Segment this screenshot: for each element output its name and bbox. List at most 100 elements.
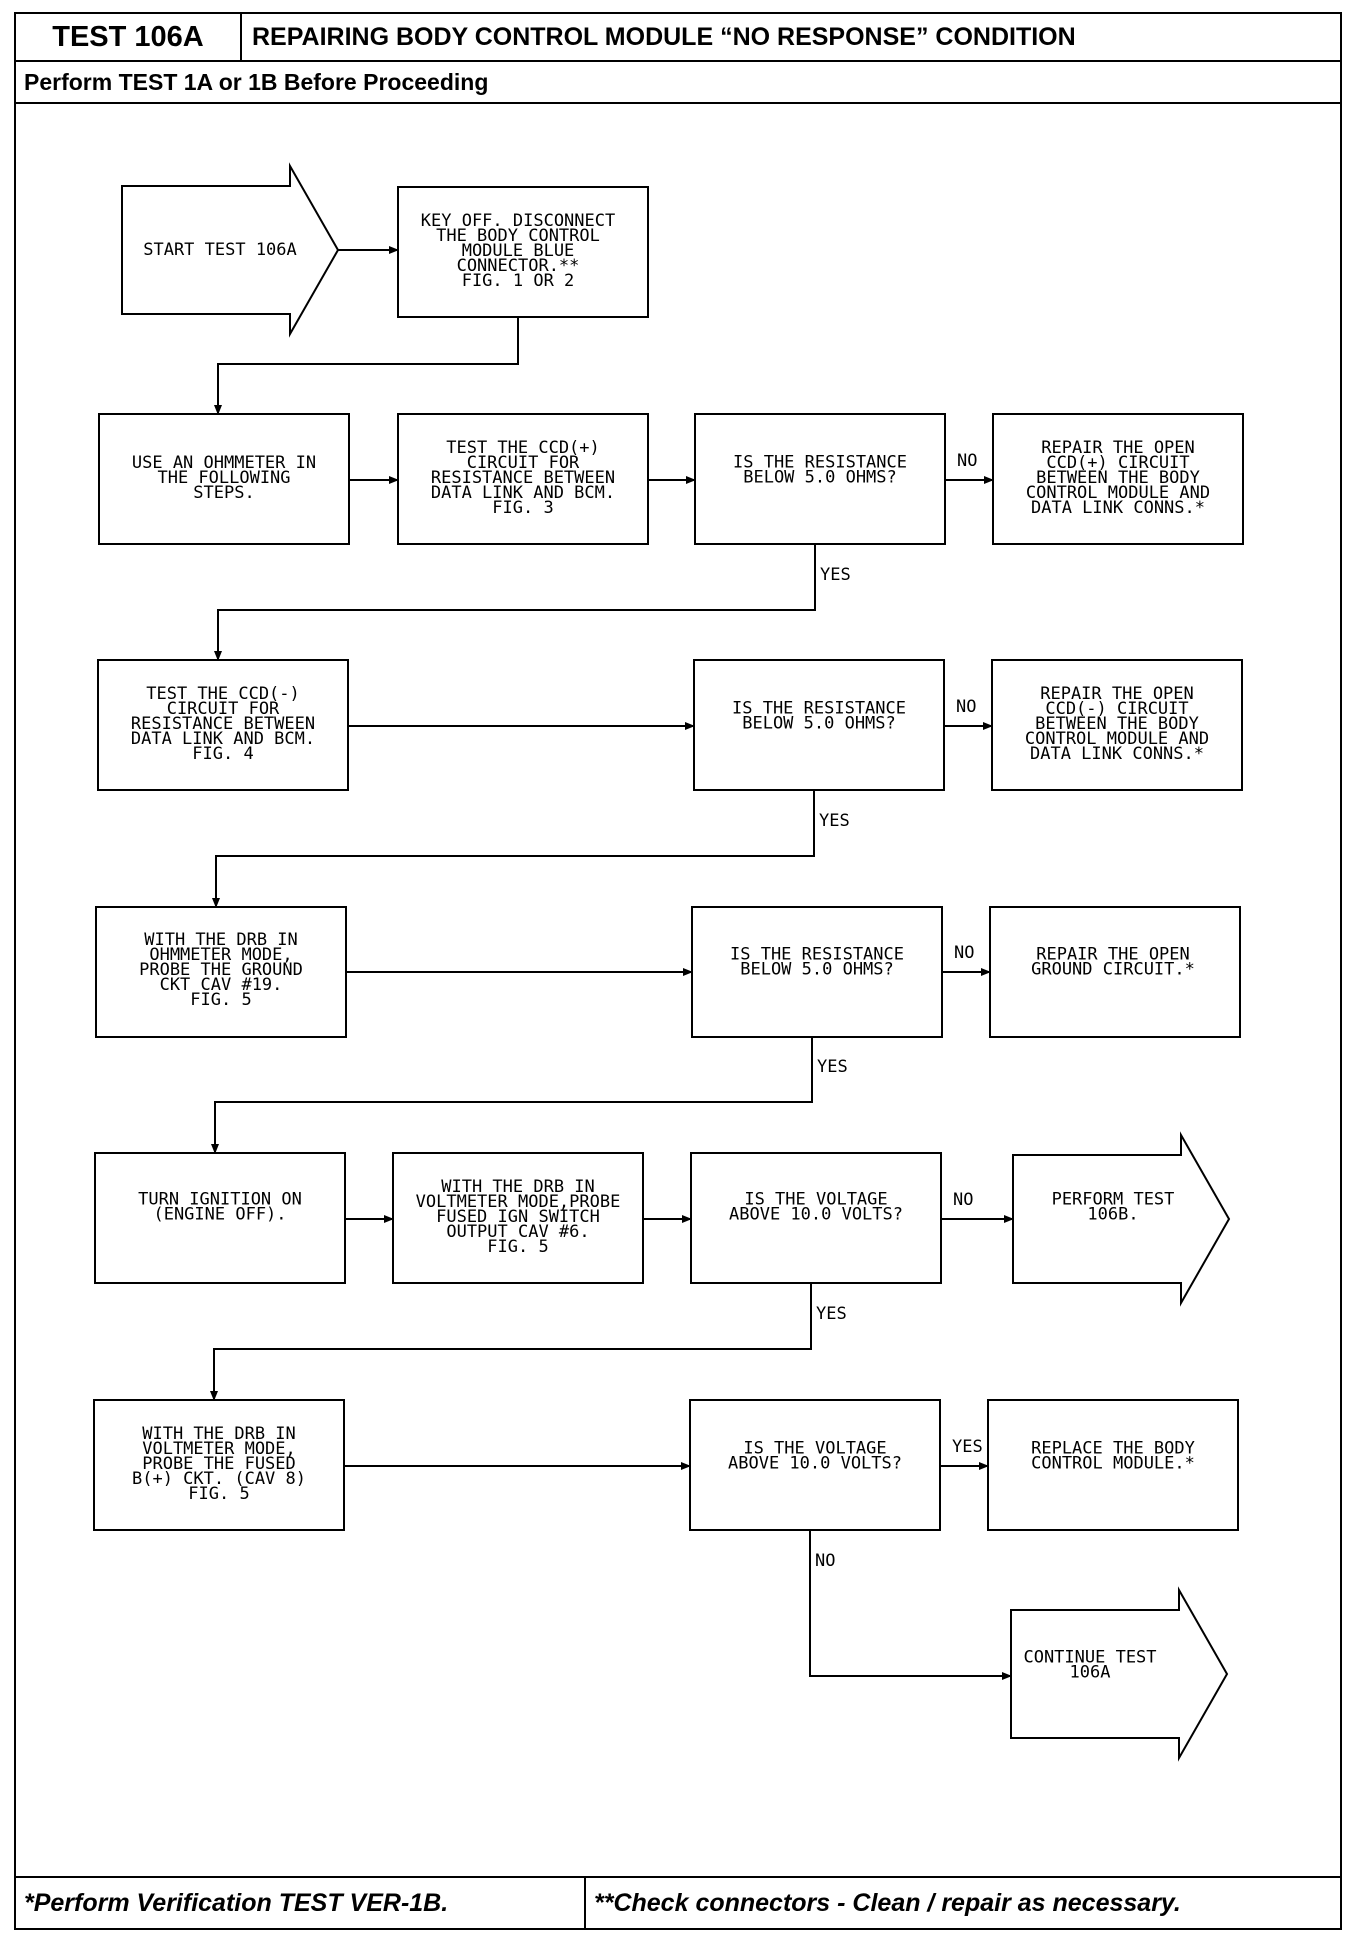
replace-bcm-box: [987, 1399, 1239, 1531]
test-title: REPAIRING BODY CONTROL MODULE “NO RESPON…: [252, 22, 1076, 51]
box-text-line: DATA LINK CONNS.*: [1030, 744, 1204, 764]
arrow-q3-yes: [211, 1037, 813, 1154]
repair-ground-box: [989, 906, 1241, 1038]
v2-no-label: NO: [815, 1551, 835, 1571]
box-text-line: FIG. 1 OR 2: [462, 271, 575, 291]
box-text-line: VOLTMETER MODE,: [142, 1439, 296, 1459]
repair-ccd-neg-box: [991, 659, 1243, 791]
v2-yes-label: YES: [952, 1437, 983, 1457]
box-text-line: 106B.: [1087, 1205, 1138, 1225]
box-text-line: CONTROL MODULE AND: [1025, 729, 1209, 749]
box-text-line: VOLTMETER MODE,PROBE: [416, 1192, 621, 1212]
box-text-line: REPAIR THE OPEN: [1040, 684, 1194, 704]
arrow-disconnect-to-ohmmeter: [214, 317, 519, 415]
box-text-line: IS THE VOLTAGE: [744, 1190, 887, 1210]
box-text-line: FIG. 4: [192, 744, 253, 764]
box-text-line: REPAIR THE OPEN: [1041, 438, 1195, 458]
box-text-line: THE BODY CONTROL: [436, 226, 600, 246]
box-text-line: REPAIR THE OPEN: [1036, 945, 1190, 965]
box-text-line: IS THE VOLTAGE: [743, 1439, 886, 1459]
box-text-line: PROBE THE GROUND: [139, 960, 303, 980]
arrow-q2-yes: [212, 790, 815, 908]
test-ccd-neg-box: [97, 659, 349, 791]
box-text-line: BELOW 5.0 OHMS?: [743, 468, 897, 488]
footer-split: [584, 1876, 586, 1930]
box-text-line: FUSED IGN SWITCH: [436, 1207, 600, 1227]
footer-note-right: **Check connectors - Clean / repair as n…: [594, 1888, 1181, 1917]
q-volt-1-box: [690, 1152, 942, 1284]
box-text-line: RESISTANCE BETWEEN: [131, 714, 315, 734]
box-text-line: MODULE BLUE: [462, 241, 575, 261]
q-res-1-box: [694, 413, 946, 545]
box-text-line: DATA LINK AND BCM.: [431, 483, 615, 503]
q-res-2-box: [693, 659, 945, 791]
box-text-line: THE FOLLOWING: [157, 468, 290, 488]
box-text-line: CONNECTOR.**: [457, 256, 580, 276]
box-text-line: PROBE THE FUSED: [142, 1454, 296, 1474]
box-text-line: TURN IGNITION ON: [138, 1190, 302, 1210]
q3-yes-label: YES: [817, 1057, 848, 1077]
box-text-line: OHMMETER MODE,: [149, 945, 292, 965]
box-text-line: (ENGINE OFF).: [153, 1205, 286, 1225]
box-text-line: DATA LINK CONNS.*: [1031, 498, 1205, 518]
box-text-line: START TEST 106A: [143, 240, 297, 260]
box-text-line: FIG. 3: [492, 498, 553, 518]
q1-no-label: NO: [957, 451, 977, 471]
box-text-line: KEY OFF. DISCONNECT: [421, 211, 615, 231]
q1-yes-label: YES: [820, 565, 851, 585]
repair-ccd-pos-box: [992, 413, 1244, 545]
box-text-line: BETWEEN THE BODY: [1035, 714, 1199, 734]
arrow-q1-yes: [214, 544, 816, 661]
q2-no-label: NO: [956, 697, 976, 717]
box-text-line: WITH THE DRB IN: [441, 1177, 595, 1197]
box-text-line: BELOW 5.0 OHMS?: [740, 960, 894, 980]
box-text-line: STEPS.: [193, 483, 254, 503]
box-text-line: WITH THE DRB IN: [142, 1424, 296, 1444]
ohmmeter-box: [98, 413, 350, 545]
footer-note-left: *Perform Verification TEST VER-1B.: [24, 1888, 449, 1917]
start-arrow-shape: [121, 162, 340, 338]
v1-yes-label: YES: [816, 1304, 847, 1324]
box-text-line: CIRCUIT FOR: [167, 699, 280, 719]
footer-divider: [14, 1876, 1342, 1878]
box-text-line: DATA LINK AND BCM.: [131, 729, 315, 749]
q2-yes-label: YES: [819, 811, 850, 831]
box-text-line: CONTROL MODULE.*: [1031, 1454, 1195, 1474]
arrow-v1-yes: [210, 1283, 812, 1401]
box-text-line: IS THE RESISTANCE: [733, 453, 907, 473]
box-text-line: FIG. 5: [188, 1484, 249, 1504]
start-text: START TEST 106A: [143, 240, 297, 260]
box-text-line: ABOVE 10.0 VOLTS?: [729, 1205, 903, 1225]
box-text-line: BELOW 5.0 OHMS?: [742, 714, 896, 734]
box-text-line: CCD(-) CIRCUIT: [1045, 699, 1188, 719]
box-text-line: ABOVE 10.0 VOLTS?: [728, 1454, 902, 1474]
box-text-line: TEST THE CCD(+): [446, 438, 600, 458]
header-divider-2: [14, 102, 1342, 104]
ignition-on-text: TURN IGNITION ON(ENGINE OFF).: [138, 1190, 302, 1225]
box-text-line: USE AN OHMMETER IN: [132, 453, 316, 473]
test-ccd-pos-box: [397, 413, 649, 545]
q3-no-label: NO: [954, 943, 974, 963]
box-text-line: IS THE RESISTANCE: [732, 699, 906, 719]
header-divider: [14, 60, 1342, 62]
box-text-line: WITH THE DRB IN: [144, 930, 298, 950]
box-text-line: B(+) CKT. (CAV 8): [132, 1469, 306, 1489]
box-text-line: CKT CAV #19.: [160, 975, 283, 995]
